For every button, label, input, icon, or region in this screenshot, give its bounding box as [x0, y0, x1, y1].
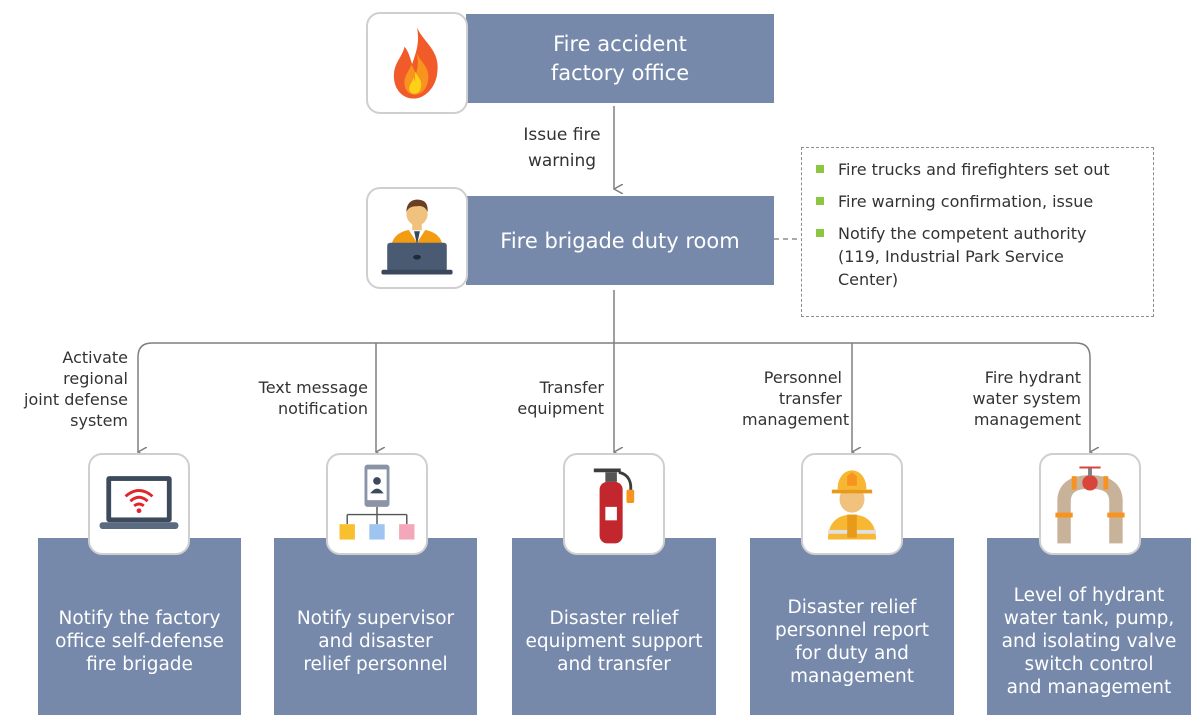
branch-4-box-label: Disaster relief personnel report for dut…: [774, 596, 930, 687]
mid-node-icon-box: [366, 187, 468, 289]
branch-5-box-label: Level of hydrant water tank, pump, and i…: [1001, 585, 1177, 698]
note-list: Fire trucks and firefighters set out Fir…: [802, 148, 1153, 291]
top-node-icon-box: [366, 12, 468, 114]
note-item: Fire trucks and firefighters set out: [816, 158, 1153, 181]
branch-2-edge-label: Text message notification: [258, 378, 368, 418]
branch-2-icon-box: [326, 453, 428, 555]
edge-label-issue-warning: Issue fire warning: [523, 125, 601, 171]
hydrant-pipe-valve-icon: [1055, 466, 1125, 544]
branch-2-box: Notify supervisor and disaster relief pe…: [274, 538, 477, 715]
fire-extinguisher-icon: [593, 468, 635, 544]
bullet-square-icon: [816, 197, 824, 205]
fire-icon: [393, 27, 438, 99]
branch-5-edge-label: Fire hydrant water system management: [972, 368, 1081, 429]
note-box: Fire trucks and firefighters set out Fir…: [801, 147, 1154, 317]
top-node-label: Fire accident factory office: [550, 31, 690, 85]
firefighter-icon: [827, 470, 877, 540]
top-node-box: Fire accident factory office: [466, 14, 774, 103]
note-item: Fire warning confirmation, issue: [816, 190, 1153, 213]
branch-1-box-label: Notify the factory office self-defense f…: [55, 608, 224, 675]
branch-1-box: Notify the factory office self-defense f…: [38, 538, 241, 715]
branch-4-edge-label: Personnel transfer management: [742, 368, 850, 429]
bullet-square-icon: [816, 165, 824, 173]
branch-3-icon-box: [563, 453, 665, 555]
operator-at-laptop-icon: [381, 199, 453, 275]
mid-node-box: Fire brigade duty room: [466, 196, 774, 285]
branch-4-icon-box: [801, 453, 903, 555]
branch-2-box-label: Notify supervisor and disaster relief pe…: [296, 608, 455, 675]
branch-3-edge-label: Transfer equipment: [517, 378, 604, 418]
branch-3-box: Disaster relief equipment support and tr…: [512, 538, 716, 715]
laptop-wifi-icon: [99, 476, 179, 529]
note-item: Notify the competent authority (119, Ind…: [816, 222, 1153, 291]
mid-node-label: Fire brigade duty room: [500, 228, 740, 253]
branch-1-icon-box: [88, 453, 190, 555]
org-chart-phone-icon: [339, 464, 415, 540]
branch-5-box: Level of hydrant water tank, pump, and i…: [987, 538, 1191, 715]
branch-3-box-label: Disaster relief equipment support and tr…: [525, 608, 703, 675]
branch-1-edge-label: Activate regional joint defense system: [24, 348, 128, 430]
branch-5-icon-box: [1039, 453, 1141, 555]
bullet-square-icon: [816, 229, 824, 237]
branch-4-box: Disaster relief personnel report for dut…: [750, 538, 954, 715]
